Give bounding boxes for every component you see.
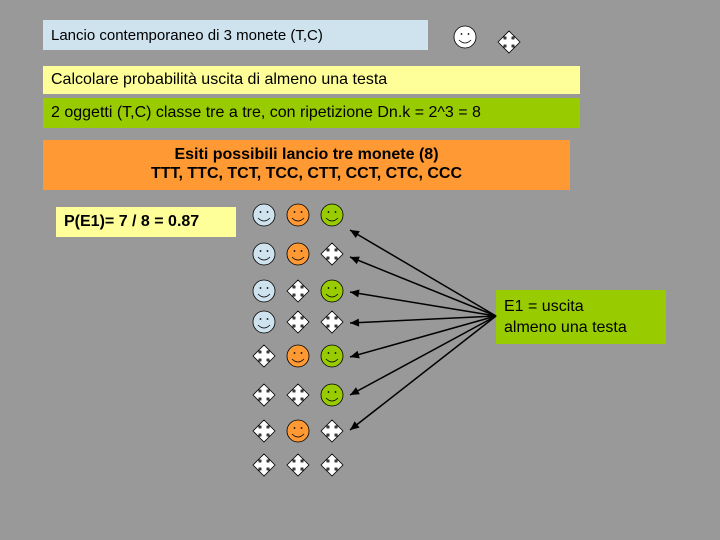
cross-arrows-icon [252,344,276,368]
cross-arrows-icon [252,419,276,443]
face-green-icon [320,383,344,407]
question-text: Calcolare probabilità uscita di almeno u… [43,66,580,94]
outcomes-box: Esiti possibili lancio tre monete (8) TT… [43,140,570,190]
face-orange-icon [286,419,310,443]
outcome-row [252,344,344,368]
outcome-grid [252,203,344,477]
face-green-icon [320,344,344,368]
face-blue-icon [252,279,276,303]
probability-result: P(E1)= 7 / 8 = 0.87 [56,207,236,237]
pointer-arrow [349,229,497,317]
face-orange-icon [286,344,310,368]
face-orange-icon [286,203,310,227]
outcome-row [252,453,344,477]
outcome-row [252,203,344,227]
cross-arrows-icon [286,453,310,477]
event-label-line2: almeno una testa [504,319,627,336]
cross-arrows-icon [286,310,310,334]
pointer-arrow [349,289,497,317]
outcome-row [252,310,344,334]
cross-arrows-icon [252,383,276,407]
pointer-arrow [349,315,497,359]
event-label: E1 = uscita almeno una testa [496,290,666,344]
cross-arrows-icon [320,242,344,266]
pointer-arrow [349,315,497,327]
outcomes-list: TTT, TTC, TCT, TCC, CTT, CCT, CTC, CCC [150,165,463,182]
cross-arrows-icon [286,279,310,303]
legend-cross-arrows-icon [497,30,521,54]
event-label-line1: E1 = uscita [504,298,584,315]
legend-face-icon [453,25,477,49]
outcomes-title: Esiti possibili lancio tre monete (8) [174,146,439,163]
cross-arrows-icon [320,453,344,477]
combinations-text: 2 oggetti (T,C) classe tre a tre, con ri… [43,98,580,128]
cross-arrows-icon [286,383,310,407]
face-green-icon [320,279,344,303]
cross-arrows-icon [320,310,344,334]
cross-arrows-icon [320,419,344,443]
legend-group [453,25,521,54]
face-blue-icon [252,242,276,266]
arrow-group [349,229,497,431]
face-blue-icon [252,203,276,227]
pointer-arrow [349,315,497,396]
outcome-row [252,242,344,266]
cross-arrows-icon [252,453,276,477]
pointer-arrow [349,315,497,431]
outcome-row [252,279,344,303]
face-blue-icon [252,310,276,334]
pointer-arrow [349,256,497,317]
slide-title: Lancio contemporaneo di 3 monete (T,C) [43,20,428,50]
outcome-row [252,383,344,407]
face-green-icon [320,203,344,227]
face-orange-icon [286,242,310,266]
outcome-row [252,419,344,443]
